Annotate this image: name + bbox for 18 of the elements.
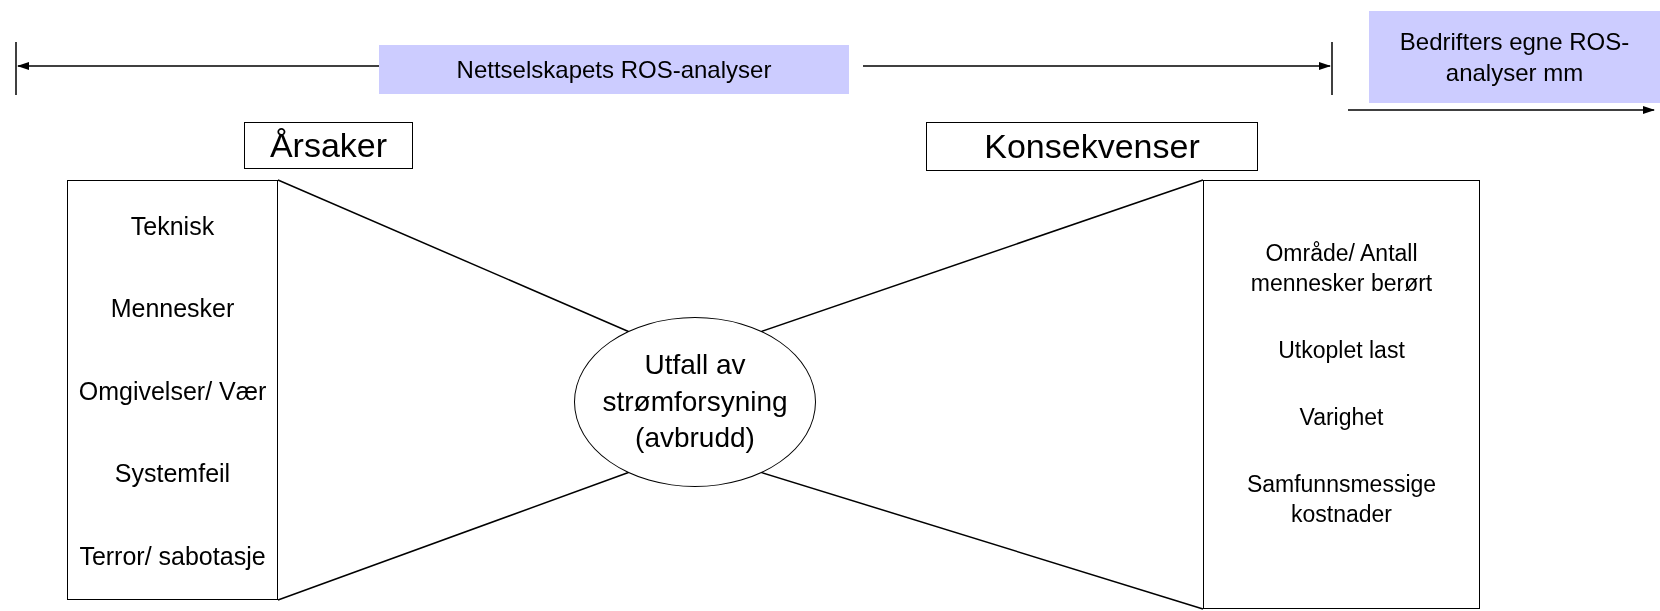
- consequences-box: [1203, 180, 1480, 609]
- cause-text: Omgivelser/ Vær: [77, 375, 268, 407]
- cause-text: Terror/ sabotasje: [78, 540, 267, 572]
- consequence-text: Samfunnsmessige kostnader: [1245, 469, 1438, 529]
- cause-text: Systemfeil: [113, 458, 232, 490]
- heading-box: Konsekvenser: [926, 122, 1258, 171]
- connector-line: [760, 471, 1204, 610]
- range-label: Bedrifters egne ROS-analyser mm: [1369, 11, 1660, 103]
- causes-box: [67, 180, 278, 600]
- event-ellipse: Utfall av strømforsyning (avbrudd): [574, 317, 816, 487]
- heading-box: Årsaker: [244, 122, 413, 169]
- range-label: Nettselskapets ROS-analyser: [379, 45, 849, 94]
- cause-text: Mennesker: [109, 293, 236, 325]
- connector-line: [277, 471, 630, 601]
- cause-text: Teknisk: [129, 210, 216, 242]
- consequence-text: Område/ Antall mennesker berørt: [1249, 239, 1434, 299]
- consequence-text: Utkoplet last: [1277, 336, 1406, 366]
- consequence-text: Varighet: [1298, 402, 1385, 432]
